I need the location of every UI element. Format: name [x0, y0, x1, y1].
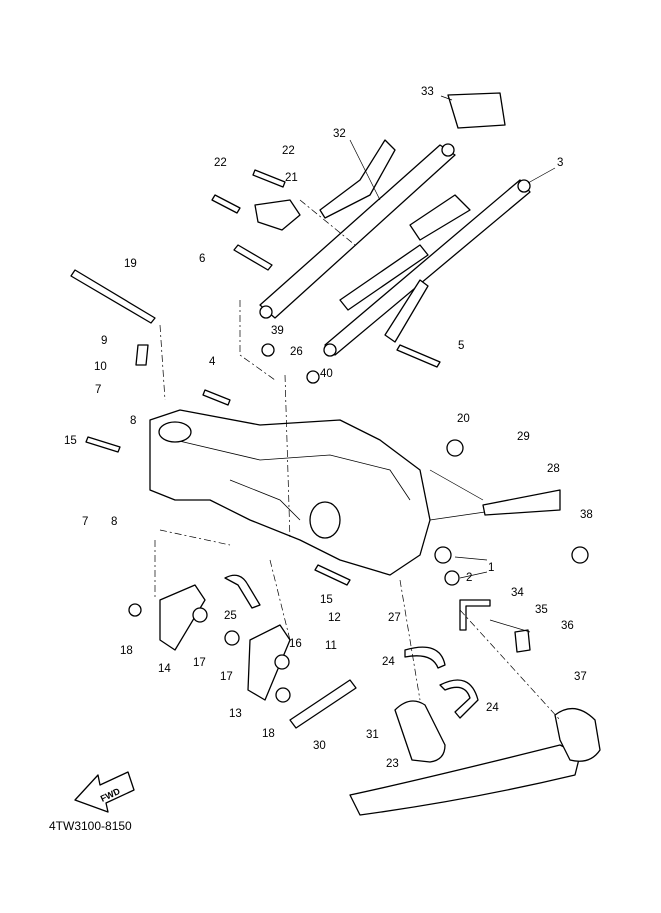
callout-28: 28: [547, 463, 560, 475]
callout-25: 25: [224, 610, 237, 622]
canister-23: [394, 700, 446, 763]
callout-8: 8: [111, 516, 117, 528]
callout-15: 15: [64, 435, 77, 447]
seat-strip-32: [319, 139, 396, 219]
callout-31: 31: [366, 729, 379, 741]
callout-37: 37: [574, 671, 587, 683]
callout-18: 18: [120, 645, 133, 657]
callout-26: 26: [290, 346, 303, 358]
callout-6: 6: [199, 253, 205, 265]
callout-5: 5: [458, 340, 464, 352]
callout-40: 40: [320, 368, 333, 380]
band-24b: [439, 679, 479, 719]
callout-21: 21: [285, 172, 298, 184]
callout-11: 11: [325, 640, 337, 652]
underguard: [349, 744, 581, 816]
band-24a: [404, 646, 446, 669]
callout-15: 15: [320, 594, 333, 606]
callout-9: 9: [101, 335, 107, 347]
duct-37: [554, 708, 601, 762]
main-frame: [149, 343, 589, 586]
callout-4: 4: [209, 356, 216, 368]
rod-30: [289, 679, 357, 729]
callout-22: 22: [282, 145, 295, 157]
chain-guard-28: [482, 489, 561, 516]
clip-25: [224, 574, 261, 609]
callout-7: 7: [95, 384, 101, 396]
brackets-14-13: [128, 584, 291, 703]
callout-22: 22: [214, 157, 227, 169]
callout-7: 7: [82, 516, 88, 528]
callout-14: 14: [158, 663, 171, 675]
callout-34: 34: [511, 587, 524, 599]
leader-lines: [349, 95, 556, 579]
stay-34: [459, 599, 491, 631]
callout-1: 1: [488, 562, 494, 574]
callout-23: 23: [386, 758, 399, 770]
callout-33: 33: [421, 86, 434, 98]
callout-2: 2: [466, 572, 472, 584]
seat-rail-frame: [259, 143, 531, 357]
assembly-lines: [154, 199, 561, 721]
callout-32: 32: [333, 128, 346, 140]
callout-35: 35: [535, 604, 548, 616]
callout-8: 8: [130, 415, 136, 427]
bracket-21: [254, 199, 301, 231]
callout-3: 3: [557, 157, 563, 169]
callout-27: 27: [388, 612, 401, 624]
callout-12: 12: [328, 612, 341, 624]
seat-pad-33: [447, 92, 506, 129]
callout-13: 13: [229, 708, 242, 720]
callout-39: 39: [271, 325, 284, 337]
callout-24: 24: [382, 656, 395, 668]
callout-38: 38: [580, 509, 593, 521]
callout-17: 17: [193, 657, 206, 669]
callout-36: 36: [561, 620, 574, 632]
callout-16: 16: [289, 638, 302, 650]
callout-24: 24: [486, 702, 499, 714]
part-code: 4TW3100-8150: [49, 819, 132, 833]
pad-36: [514, 629, 531, 653]
callout-10: 10: [94, 361, 107, 373]
callout-29: 29: [517, 431, 530, 443]
callout-17: 17: [220, 671, 233, 683]
bolts: [70, 169, 441, 586]
callout-30: 30: [313, 740, 326, 752]
forward-arrow-icon: FWD: [74, 771, 135, 813]
callout-20: 20: [457, 413, 470, 425]
callout-18: 18: [262, 728, 275, 740]
callout-19: 19: [124, 258, 137, 270]
